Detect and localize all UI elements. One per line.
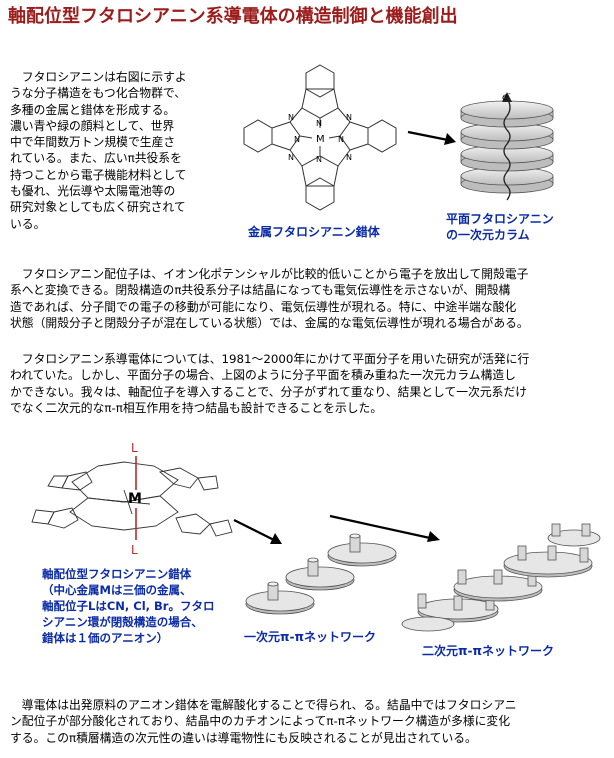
paragraph-3: フタロシアニン系導電体については、1981～2000年にかけて平面分子を用いた研… — [10, 351, 610, 416]
caption-line: シアニン環が閉殻構造の場合、 — [42, 615, 203, 629]
one-dimensional-network-diagram — [245, 533, 397, 615]
paragraph-4: 導電体は出発原料のアニオン錯体を電解酸化することで得られ、る。結晶中ではフタロシ… — [10, 697, 610, 746]
nitrogen-label: N — [338, 135, 344, 144]
axial-caption: 軸配位型フタロシアニン錯体 （中心金属Mは三価の金属、 軸配位子LはCN, Cl… — [42, 566, 214, 646]
text-line: われていた。しかし、平面分子の場合、上図のように分子平面を積み重ねた一次元カラム… — [10, 368, 516, 383]
nitrogen-label: N — [346, 153, 352, 162]
phthalocyanine-molecule-diagram: M N N N N N N N N — [243, 64, 397, 211]
nitrogen-label: N — [288, 153, 294, 162]
network-1d-caption: 一次元π-πネットワーク — [244, 630, 376, 644]
text-line: 多種の金属と錯体を形成する。 — [10, 102, 176, 117]
arrow-icon — [407, 130, 456, 145]
caption-line: の一次元カラム — [446, 228, 530, 242]
nitrogen-label: N — [316, 155, 322, 164]
caption-line: （中心金属Mは三価の金属、 — [42, 583, 192, 597]
ligand-label-bottom: L — [131, 543, 138, 557]
text-line: いる。 — [10, 216, 46, 231]
text-line: 濃い青や緑の顔料として、世界 — [10, 118, 175, 133]
network-2d-caption: 二次元π-πネットワーク — [422, 644, 554, 658]
text-line: でなく二次元的なπ-π相互作用を持つ結晶も設計できることを示した。 — [10, 400, 383, 415]
text-line: 系へと変換できる。閉殻構造のπ共役系分子は結晶になっても電気伝導性を示さないが、… — [10, 283, 511, 298]
ligand-label-top: L — [131, 441, 138, 455]
caption-line: 軸配位型フタロシアニン錯体 — [42, 567, 192, 581]
electron-label: e- — [502, 90, 511, 103]
text-line: 導電体は出発原料のアニオン錯体を電解酸化することで得られ、る。結晶中ではフタロシ… — [10, 698, 517, 712]
text-line: 持つことから電子機能材料として — [10, 167, 187, 182]
column-caption: 平面フタロシアニン の一次元カラム — [446, 211, 554, 243]
electron-path — [503, 97, 511, 201]
text-line: フタロシアニン系導電体については、1981～2000年にかけて平面分子を用いた研… — [10, 352, 530, 366]
nitrogen-label: N — [346, 113, 352, 122]
caption-line: 平面フタロシアニン — [446, 212, 554, 226]
text-line: も優れ、光伝導や太陽電池等の — [10, 184, 176, 199]
stacked-column-diagram: e- — [460, 90, 554, 201]
page-title: 軸配位型フタロシアニン系導電体の構造制御と機能創出 — [8, 6, 458, 27]
axial-phthalocyanine-diagram: L L M — [31, 441, 233, 557]
nitrogen-label: N — [288, 113, 294, 122]
text-line: 状態（開殻分子と閉殻分子が混在している状態）では、金属的な電気伝導性が現れる場合… — [10, 315, 529, 330]
metal-atom-label: M — [128, 491, 142, 507]
text-line: うな分子構造をもつ化合物群で、 — [10, 86, 187, 101]
text-line: フタロシアニン配位子は、イオン化ポテンシャルが比較的低いことから電子を放出して開… — [10, 267, 529, 281]
metal-atom-label: M — [316, 134, 325, 145]
paragraph-2: フタロシアニン配位子は、イオン化ポテンシャルが比較的低いことから電子を放出して開… — [10, 266, 610, 331]
text-line: フタロシアニンは右図に示すよ — [10, 70, 187, 84]
text-line: ン配位子が部分酸化されており、結晶中のカチオンによってπ-πネットワーク構造が多… — [10, 714, 511, 729]
molecule-caption: 金属フタロシアニン錯体 — [248, 225, 380, 239]
text-line: かできない。我々は、軸配位子を導入することで、分子がずれて重なり、結果として一次… — [10, 384, 528, 399]
text-line: 研究対象としても広く研究されて — [10, 200, 186, 215]
text-line: 造であれば、分子間での電子の移動が可能になり、電気伝導性が現れる。特に、中途半端… — [10, 299, 517, 314]
text-line: 中で年間数万トン規模で生産さ — [10, 135, 176, 150]
two-dimensional-network-diagram — [401, 523, 601, 632]
intro-paragraph: フタロシアニンは右図に示すよ うな分子構造をもつ化合物群で、 多種の金属と錯体を… — [10, 69, 230, 232]
nitrogen-label: N — [294, 135, 300, 144]
arrow-icon — [329, 514, 440, 542]
nitrogen-label: N — [316, 119, 322, 128]
text-line: する。このπ積層構造の次元性の違いは導電物性にも反映されることが見出されている。 — [10, 730, 477, 745]
arrow-icon — [233, 519, 282, 544]
caption-line: 軸配位子LはCN, Cl, Br。フタロ — [42, 599, 215, 613]
caption-line: 錯体は１価のアニオン） — [42, 631, 169, 645]
text-line: れている。また、広いπ共役系を — [10, 151, 182, 166]
